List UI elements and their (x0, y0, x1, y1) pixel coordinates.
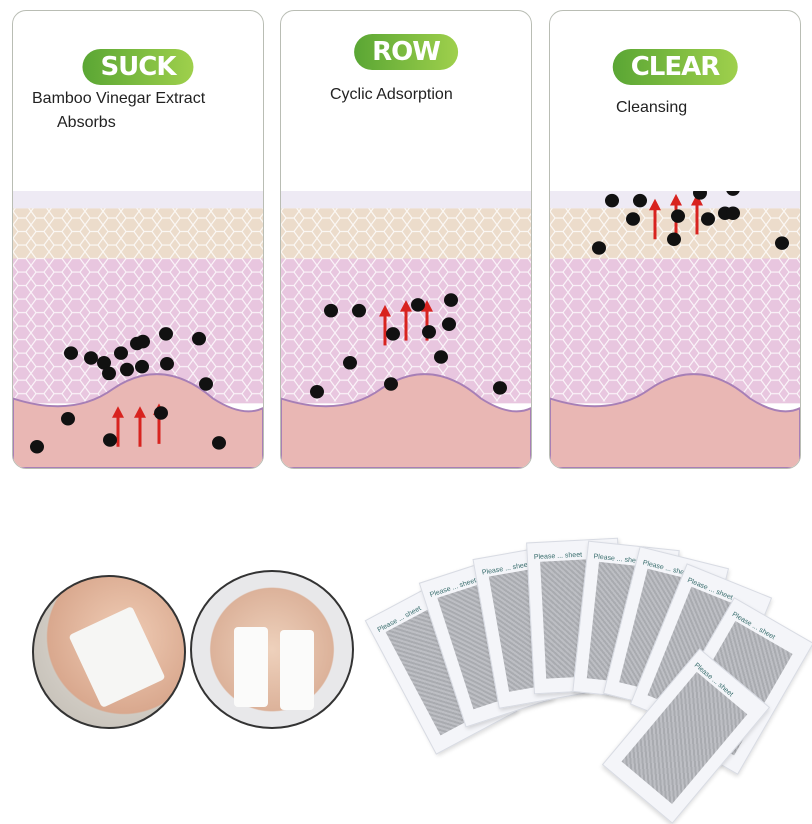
upward-arrow (112, 406, 124, 447)
foot-patch (68, 605, 166, 709)
toxin-dot (102, 366, 116, 381)
toxin-dot (30, 440, 44, 454)
toxin-dot (97, 356, 111, 370)
toxin-dot (384, 377, 398, 391)
foot-patch (234, 627, 268, 707)
toxin-dot (103, 433, 117, 447)
toxin-dot (114, 346, 128, 360)
toxin-dot (726, 206, 740, 220)
dermis-layer (13, 373, 263, 468)
toxin-dot (61, 412, 75, 426)
panel-description: Cyclic Adsorption (330, 83, 453, 107)
toxin-dot (442, 317, 456, 331)
desc-line: Bamboo Vinegar Extract (32, 90, 206, 107)
toxin-dot (667, 232, 681, 247)
desc-line: Cleansing (616, 99, 688, 116)
panel-clear: CLEAR Cleansing (549, 10, 801, 469)
toxin-dot (633, 193, 647, 208)
toxin-dot (444, 293, 458, 307)
panel-row: ROW Cyclic Adsorption (280, 10, 532, 469)
upward-arrow (379, 304, 391, 346)
skin-illustration (13, 191, 263, 468)
badge-clear: CLEAR (612, 49, 738, 85)
toxin-dot (135, 359, 149, 374)
dermis-layer (281, 373, 531, 468)
foot-patch (280, 630, 314, 710)
toxin-dot (605, 193, 619, 208)
toxin-dot (159, 327, 173, 341)
toxin-dot (434, 350, 448, 364)
toxin-dot (701, 212, 715, 226)
skin-surface (281, 191, 531, 209)
panel-description: Bamboo Vinegar Extract Absorbs (32, 87, 205, 135)
toxin-dot (324, 303, 338, 318)
toxin-dot (422, 325, 436, 339)
foot-photo-side (32, 575, 186, 729)
upward-arrow (400, 300, 412, 341)
desc-line: Cyclic Adsorption (330, 86, 453, 103)
desc-line: Absorbs (57, 114, 116, 131)
toxin-dot (84, 351, 98, 365)
toxin-dot (154, 406, 168, 420)
upward-arrow (691, 193, 703, 235)
badge-suck: SUCK (82, 49, 194, 85)
toxin-dot (160, 357, 174, 371)
toxin-dot (212, 436, 226, 450)
toxin-dot (199, 377, 213, 391)
panel-suck: SUCK Bamboo Vinegar Extract Absorbs (12, 10, 264, 469)
toxin-dot (693, 191, 707, 200)
skin-illustration (281, 191, 531, 468)
toxin-dot (352, 303, 366, 318)
toxin-dot (386, 327, 400, 341)
panel-description: Cleansing (616, 96, 687, 120)
toxin-dot (775, 236, 789, 250)
skin-surface (13, 191, 263, 209)
toxin-dot (626, 212, 640, 226)
foot-photo-soles (190, 570, 354, 729)
toxin-dot (310, 384, 324, 399)
toxin-dot (411, 298, 425, 312)
toxin-dot (120, 362, 134, 377)
badge-row: ROW (354, 34, 458, 70)
toxin-dot (192, 331, 206, 346)
dermis-layer (550, 373, 800, 468)
toxin-dot (493, 381, 507, 395)
upward-arrow (649, 198, 661, 240)
toxin-dot (726, 191, 740, 196)
toxin-dot (343, 356, 357, 370)
upward-arrow (134, 406, 146, 447)
toxin-dot (136, 334, 150, 349)
toxin-dot (671, 209, 685, 223)
skin-illustration (550, 191, 800, 468)
toxin-dot (64, 346, 78, 360)
toxin-dot (592, 241, 606, 255)
